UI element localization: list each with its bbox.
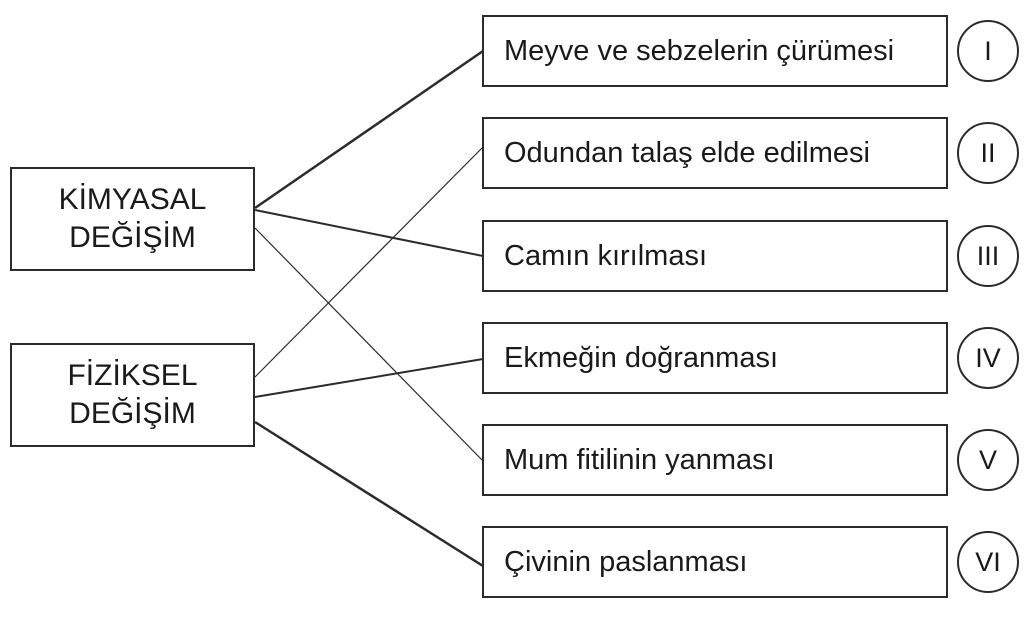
category-label-line1: KİMYASAL	[58, 183, 207, 216]
roman-numeral-badge-3: III	[957, 225, 1019, 287]
item-box-2: Odundan talaş elde edilmesi	[482, 117, 948, 189]
numeral-label: II	[980, 137, 996, 168]
category-box-physical-change: FİZİKSEL DEĞİŞİM	[10, 343, 255, 447]
connector-line-chem-to-item-3	[254, 209, 484, 257]
item-text: Mum fitilinin yanması	[504, 443, 775, 476]
roman-numeral-badge-2: II	[957, 122, 1019, 184]
item-box-1: Meyve ve sebzelerin çürümesi	[482, 15, 948, 87]
item-box-6: Çivinin paslanması	[482, 526, 948, 598]
connector-line-phys-to-item-4	[254, 358, 484, 398]
connector-line-chem-to-item-1	[254, 49, 484, 210]
category-label-line2: DEĞİŞİM	[69, 221, 196, 254]
category-box-chemical-change: KİMYASAL DEĞİŞİM	[10, 167, 255, 271]
item-box-4: Ekmeğin doğranması	[482, 322, 948, 394]
category-label-line2: DEĞİŞİM	[69, 397, 196, 430]
connector-line-chem-to-item-5	[254, 227, 484, 462]
item-box-3: Camın kırılması	[482, 220, 948, 292]
numeral-label: VI	[975, 546, 1001, 577]
item-text: Meyve ve sebzelerin çürümesi	[504, 34, 895, 67]
category-label-line1: FİZİKSEL	[67, 359, 198, 392]
item-text: Odundan talaş elde edilmesi	[504, 136, 870, 169]
connector-line-phys-to-item-6	[254, 420, 484, 568]
numeral-label: III	[976, 240, 1000, 271]
numeral-label: I	[984, 35, 992, 66]
item-text: Çivinin paslanması	[504, 545, 748, 578]
item-box-5: Mum fitilinin yanması	[482, 424, 948, 496]
connector-line-phys-to-item-2	[254, 146, 484, 378]
item-text: Camın kırılması	[504, 239, 708, 272]
roman-numeral-badge-1: I	[957, 20, 1019, 82]
numeral-label: IV	[975, 342, 1001, 373]
roman-numeral-badge-6: VI	[957, 531, 1019, 593]
roman-numeral-badge-5: V	[957, 429, 1019, 491]
numeral-label: V	[978, 444, 997, 475]
roman-numeral-badge-4: IV	[957, 327, 1019, 389]
item-text: Ekmeğin doğranması	[504, 341, 779, 374]
